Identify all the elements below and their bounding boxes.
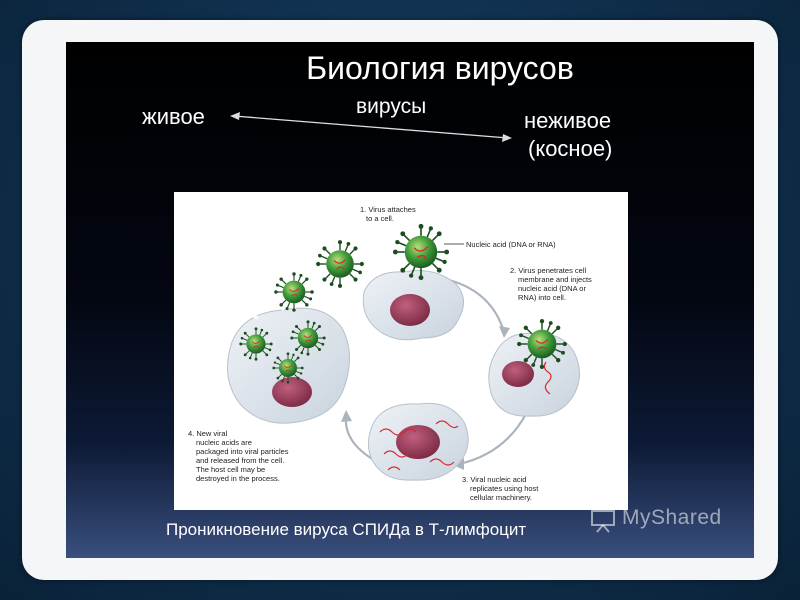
step1-line1: 1. Virus attaches xyxy=(360,205,416,214)
step3-line1: 3. Viral nucleic acid xyxy=(462,475,526,484)
step2-line4: RNA) into cell. xyxy=(518,293,566,302)
step4-line6: destroyed in the process. xyxy=(196,474,280,483)
virus-lifecycle-diagram: 1. Virus attaches to a cell. Nucleic aci… xyxy=(174,192,628,510)
step2-line1: 2. Virus penetrates cell xyxy=(510,266,586,275)
step2-line3: nucleic acid (DNA or xyxy=(518,284,586,293)
watermark-text: MyShared xyxy=(622,506,722,529)
viruses-label: вирусы xyxy=(356,95,427,118)
step2-line2: membrane and injects xyxy=(518,275,592,284)
nucleic-acid-label: Nucleic acid (DNA or RNA) xyxy=(466,240,556,249)
cell-step4 xyxy=(227,239,365,424)
step1-line2: to a cell. xyxy=(366,214,394,223)
step3-line2: replicates using host xyxy=(470,484,539,493)
slide-caption: Проникновение вируса СПИДа в Т-лимфоцит xyxy=(166,520,527,539)
step3-line3: cellular machinery. xyxy=(470,493,532,502)
slide-title: Биология вирусов xyxy=(306,50,574,86)
step4-line5: The host cell may be xyxy=(196,465,265,474)
slide: Биология вирусов живое вирусы неживое (к… xyxy=(66,42,754,558)
nonliving-label: неживое xyxy=(524,108,612,133)
step4-line2: nucleic acids are xyxy=(196,438,252,447)
cell-step3 xyxy=(368,402,469,481)
step4-line4: and released from the cell. xyxy=(196,456,284,465)
presentation-board-icon xyxy=(591,510,615,533)
step4-line3: packaged into viral particles xyxy=(196,447,289,456)
nonliving-sub-label: (косное) xyxy=(528,136,613,161)
cell-step1 xyxy=(362,223,464,341)
double-arrow xyxy=(230,112,512,142)
cell-step2 xyxy=(488,318,580,417)
living-label: живое xyxy=(142,104,205,129)
step4-line1: 4. New viral xyxy=(188,429,228,438)
